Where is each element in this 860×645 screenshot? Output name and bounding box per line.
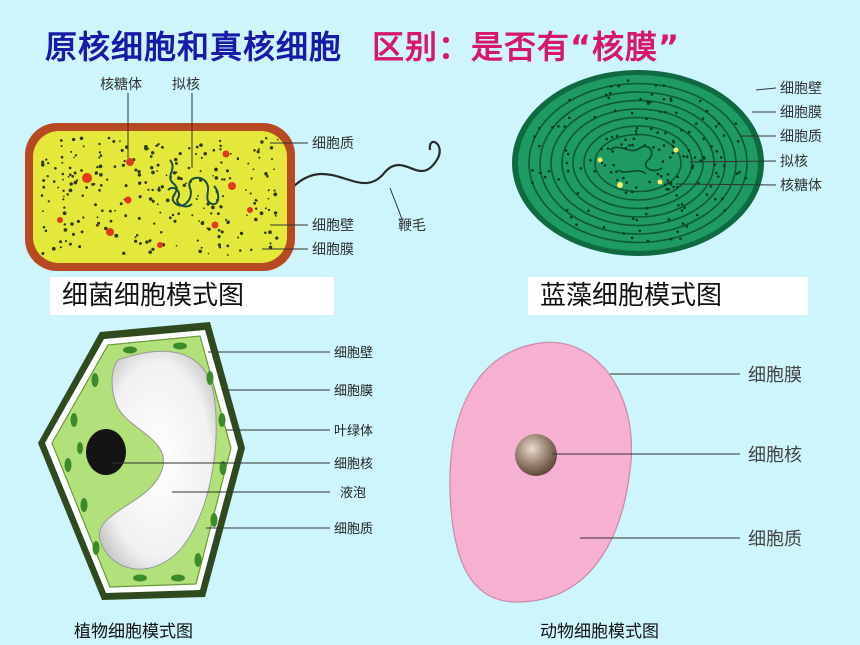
caption-cyanobacteria: 蓝藻细胞模式图 [528,277,808,315]
label-bacteria-ribosome: 核糖体 [100,77,142,93]
bacteria-cytoplasm [33,131,287,263]
label-plant-membrane: 细胞膜 [334,384,373,399]
label-plant-nucleus: 细胞核 [334,457,373,472]
plant-nucleus [86,429,126,475]
label-bacteria-flagellum: 鞭毛 [398,218,426,234]
caption-bacteria: 细菌细胞模式图 [50,277,334,315]
bacteria-nucleoid [167,159,220,208]
label-cyano-ribosome: 核糖体 [780,178,822,194]
label-plant-cytoplasm: 细胞质 [334,522,373,537]
label-bacteria-cytoplasm: 细胞质 [312,136,354,152]
label-cyano-membrane: 细胞膜 [780,105,822,121]
cyano-nucleoid [609,145,663,175]
animal-nucleus [515,434,557,476]
plant-chloroplasts [64,342,227,582]
label-cyano-wall: 细胞壁 [780,81,822,97]
label-bacteria-nucleoid: 拟核 [172,77,200,93]
cyano-body [518,75,758,251]
cyanobacteria-diagram: 细胞壁 细胞膜 细胞质 拟核 核糖体 [512,70,822,256]
caption-animal: 动物细胞模式图 [540,622,659,642]
slide-title: 原核细胞和真核细胞区别：是否有“核膜” [45,22,680,68]
label-bacteria-wall: 细胞壁 [312,218,354,234]
title-emphasis: 区别：是否有“核膜” [372,28,681,66]
flagellum [291,140,441,189]
bacteria-ribosomes [57,150,253,248]
label-animal-membrane: 细胞膜 [748,365,802,386]
label-plant-chloroplast: 叶绿体 [334,424,373,439]
plant-vacuole [98,350,217,570]
label-plant-vacuole: 液泡 [340,486,366,501]
cyano-dots [531,79,748,243]
bacteria-diagram: 核糖体 拟核 细胞质 细胞壁 细胞膜 鞭毛 [25,77,441,271]
label-cyano-nucleoid: 拟核 [780,154,808,170]
label-animal-nucleus: 细胞核 [748,445,802,466]
cyano-thylakoids [528,82,748,244]
title-main: 原核细胞和真核细胞 [45,28,343,66]
bacteria-dots [40,136,279,256]
label-animal-cytoplasm: 细胞质 [748,529,802,550]
label-bacteria-membrane: 细胞膜 [312,242,354,258]
label-cyano-cytoplasm: 细胞质 [780,129,822,145]
animal-cell-diagram: 细胞膜 细胞核 细胞质 [449,341,802,603]
label-plant-wall: 细胞壁 [334,346,373,361]
caption-plant: 植物细胞模式图 [74,622,193,642]
plant-cell-diagram: 细胞壁 细胞膜 叶绿体 细胞核 液泡 细胞质 [38,322,373,600]
